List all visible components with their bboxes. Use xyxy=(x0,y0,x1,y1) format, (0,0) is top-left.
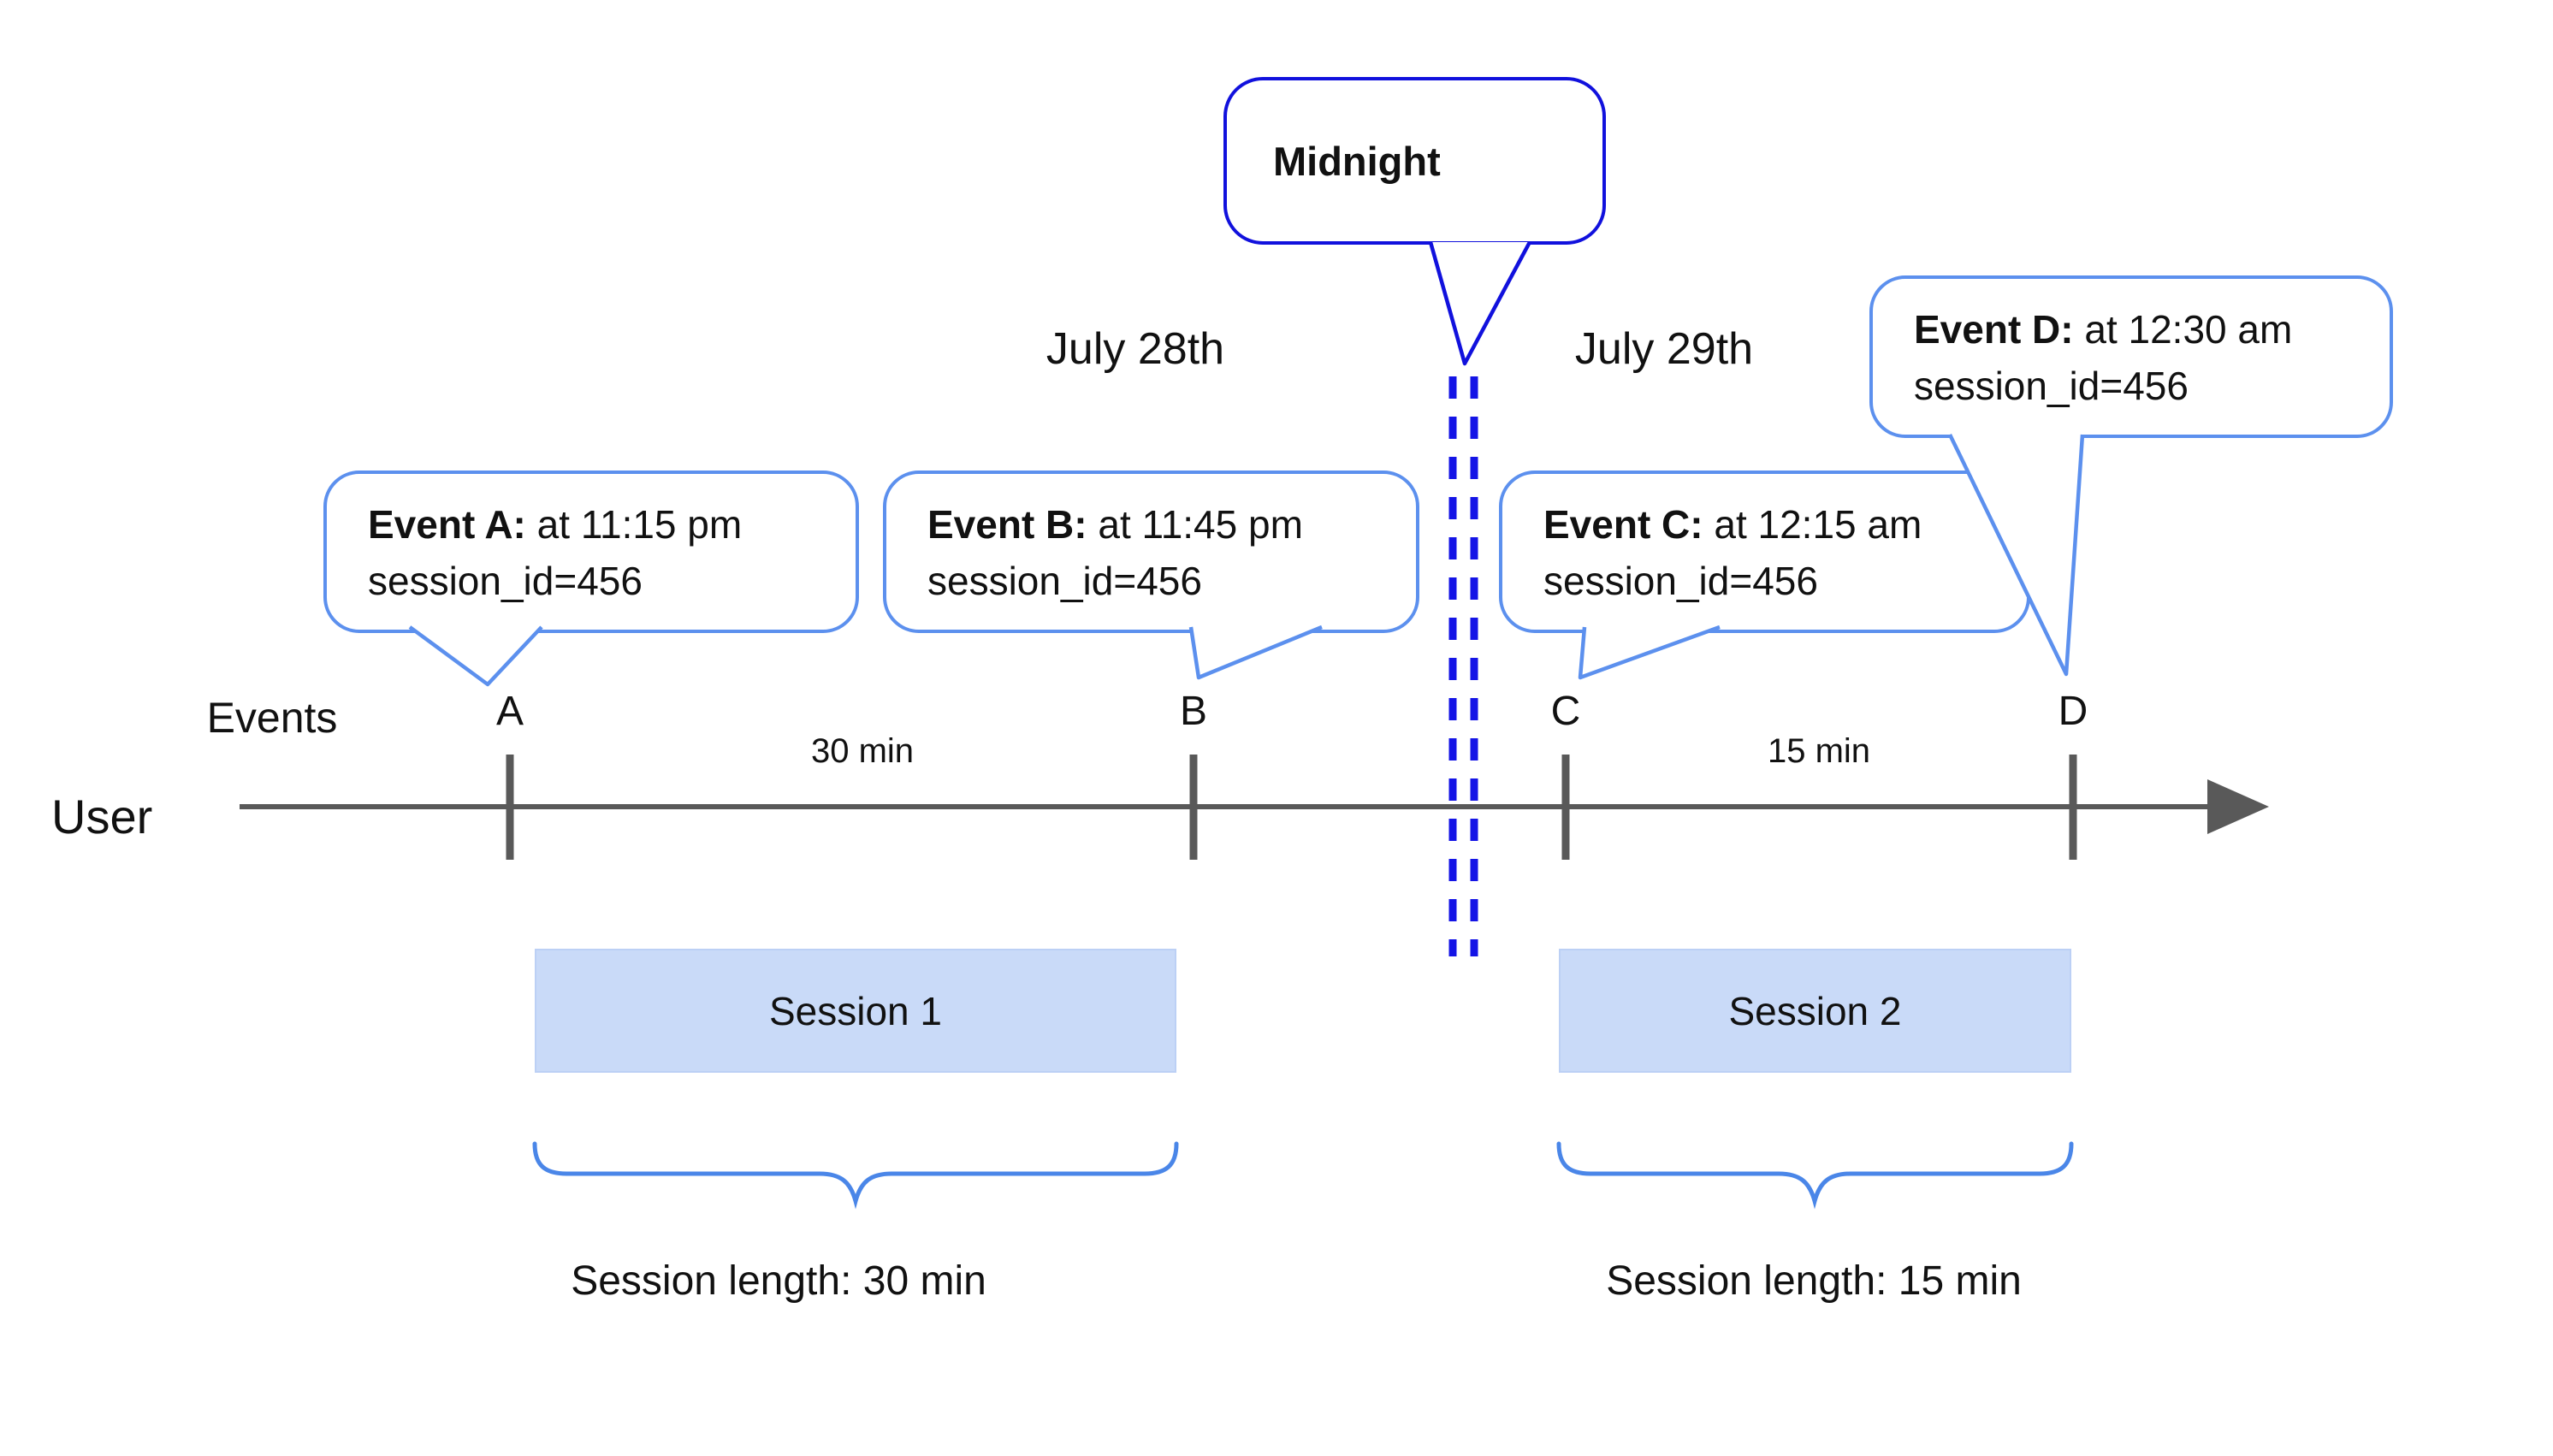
tick-label-b: B xyxy=(1179,689,1208,734)
session-2-length-label: Session length: 15 min xyxy=(1606,1258,2022,1304)
events-row-label: Events xyxy=(206,694,338,742)
callout-tail-b xyxy=(1188,624,1323,680)
callout-line-2: session_id=456 xyxy=(1914,364,2189,408)
event-b-time: at 11:45 pm xyxy=(1098,502,1303,547)
session-1-brace xyxy=(532,1141,1179,1210)
midnight-callout-tail xyxy=(1428,240,1531,366)
date-label-july-29: July 29th xyxy=(1574,324,1754,374)
session-2-brace xyxy=(1556,1141,2074,1210)
callout-line-1: Event D: at 12:30 am xyxy=(1914,301,2364,358)
callout-line-1: Event A: at 11:15 pm xyxy=(368,496,830,553)
callout-event-d: Event D: at 12:30 am session_id=456 xyxy=(1869,275,2393,438)
callout-event-c: Event C: at 12:15 am session_id=456 xyxy=(1499,471,2030,633)
event-a-time: at 11:15 pm xyxy=(536,502,743,547)
user-row-label: User xyxy=(51,790,153,843)
session-2-label: Session 2 xyxy=(1728,988,1902,1033)
interval-label-30min: 30 min xyxy=(810,732,915,770)
session-1-length-label: Session length: 30 min xyxy=(571,1258,986,1304)
tick-label-a: A xyxy=(495,689,524,734)
callout-event-b: Event B: at 11:45 pm session_id=456 xyxy=(883,471,1419,633)
callout-line-2: session_id=456 xyxy=(927,559,1202,603)
session-1-box: Session 1 xyxy=(535,949,1176,1073)
midnight-callout: Midnight xyxy=(1223,77,1606,245)
callout-line-1: Event C: at 12:15 am xyxy=(1543,496,2001,553)
callout-line-2: session_id=456 xyxy=(368,559,643,603)
callout-tail-c xyxy=(1578,624,1721,680)
event-d-title: Event D: xyxy=(1914,307,2074,352)
callout-tail-a xyxy=(408,625,543,687)
session-2-box: Session 2 xyxy=(1559,949,2071,1073)
event-a-title: Event A: xyxy=(368,502,526,547)
midnight-label: Midnight xyxy=(1273,138,1441,184)
date-label-july-28: July 28th xyxy=(1045,324,1225,374)
event-b-title: Event B: xyxy=(927,502,1087,547)
event-c-time: at 12:15 am xyxy=(1714,502,1922,547)
callout-line-2: session_id=456 xyxy=(1543,559,1818,603)
tick-label-c: C xyxy=(1550,689,1581,734)
session-1-label: Session 1 xyxy=(768,988,942,1033)
callout-event-a: Event A: at 11:15 pm session_id=456 xyxy=(323,471,859,633)
interval-label-15min: 15 min xyxy=(1767,732,1871,770)
tick-label-d: D xyxy=(2058,689,2088,734)
callout-line-1: Event B: at 11:45 pm xyxy=(927,496,1390,553)
event-c-title: Event C: xyxy=(1543,502,1703,547)
timeline-arrowhead-icon xyxy=(2207,779,2269,834)
event-d-time: at 12:30 am xyxy=(2084,307,2293,352)
